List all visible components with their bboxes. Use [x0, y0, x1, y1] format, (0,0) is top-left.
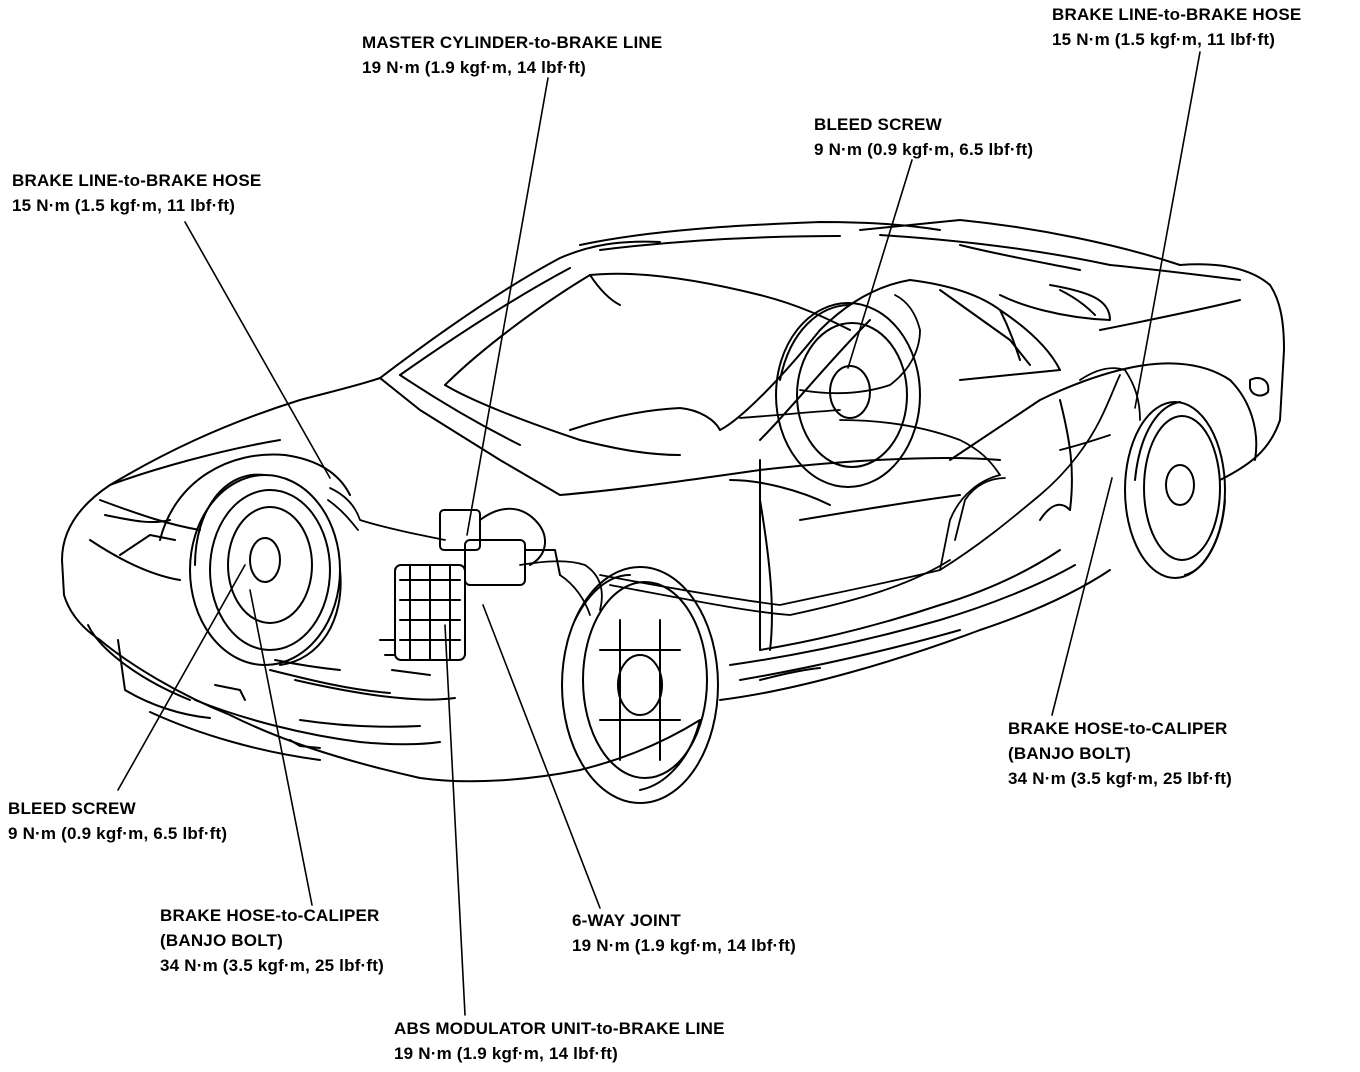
callout-abs-modulator-unit-to-brake-line: ABS MODULATOR UNIT-to-BRAKE LINE 19 N·m …	[394, 1016, 725, 1066]
wheel-front-right	[561, 566, 719, 804]
callout-6-way-joint: 6-WAY JOINT 19 N·m (1.9 kgf·m, 14 lbf·ft…	[572, 908, 796, 958]
callout-title: ABS MODULATOR UNIT-to-BRAKE LINE	[394, 1019, 725, 1038]
callout-torque: 34 N·m (3.5 kgf·m, 25 lbf·ft)	[160, 956, 384, 975]
callout-subtitle: (BANJO BOLT)	[160, 931, 283, 950]
brake-lines	[327, 294, 1141, 616]
callout-front-left-brake-hose-to-caliper: BRAKE HOSE-to-CALIPER (BANJO BOLT) 34 N·…	[160, 903, 384, 978]
callout-rear-bleed-screw: BLEED SCREW 9 N·m (0.9 kgf·m, 6.5 lbf·ft…	[814, 112, 1033, 162]
callout-title: MASTER CYLINDER-to-BRAKE LINE	[362, 33, 663, 52]
wheel-front-left	[189, 473, 342, 666]
callout-front-left-brake-line-to-brake-hose: BRAKE LINE-to-BRAKE HOSE 15 N·m (1.5 kgf…	[12, 168, 261, 218]
callout-torque: 19 N·m (1.9 kgf·m, 14 lbf·ft)	[572, 936, 796, 955]
abs-modulator-and-master-cylinder	[379, 507, 561, 676]
callout-rear-right-brake-line-to-brake-hose: BRAKE LINE-to-BRAKE HOSE 15 N·m (1.5 kgf…	[1052, 2, 1301, 52]
callout-title: BRAKE HOSE-to-CALIPER	[160, 906, 380, 925]
leader-lines	[117, 51, 1201, 1016]
wheel-rear-left	[775, 302, 921, 488]
callout-torque: 19 N·m (1.9 kgf·m, 14 lbf·ft)	[394, 1044, 618, 1063]
callout-torque: 15 N·m (1.5 kgf·m, 11 lbf·ft)	[1052, 30, 1276, 49]
callout-title: 6-WAY JOINT	[572, 911, 681, 930]
car-body	[61, 219, 1285, 783]
callout-title: BRAKE LINE-to-BRAKE HOSE	[1052, 5, 1302, 24]
callout-torque: 34 N·m (3.5 kgf·m, 25 lbf·ft)	[1008, 769, 1232, 788]
callout-subtitle: (BANJO BOLT)	[1008, 744, 1131, 763]
callout-torque: 19 N·m (1.9 kgf·m, 14 lbf·ft)	[362, 58, 586, 77]
callout-title: BLEED SCREW	[8, 799, 136, 818]
callout-title: BRAKE HOSE-to-CALIPER	[1008, 719, 1228, 738]
wheel-rear-right	[1124, 401, 1226, 579]
callout-torque: 9 N·m (0.9 kgf·m, 6.5 lbf·ft)	[8, 824, 228, 843]
callout-torque: 15 N·m (1.5 kgf·m, 11 lbf·ft)	[12, 196, 236, 215]
callout-front-bleed-screw: BLEED SCREW 9 N·m (0.9 kgf·m, 6.5 lbf·ft…	[8, 796, 227, 846]
callout-torque: 9 N·m (0.9 kgf·m, 6.5 lbf·ft)	[814, 140, 1034, 159]
callout-rear-right-brake-hose-to-caliper: BRAKE HOSE-to-CALIPER (BANJO BOLT) 34 N·…	[1008, 716, 1232, 791]
callout-title: BRAKE LINE-to-BRAKE HOSE	[12, 171, 262, 190]
callout-master-cylinder-to-brake-line: MASTER CYLINDER-to-BRAKE LINE 19 N·m (1.…	[362, 30, 662, 80]
callout-title: BLEED SCREW	[814, 115, 942, 134]
